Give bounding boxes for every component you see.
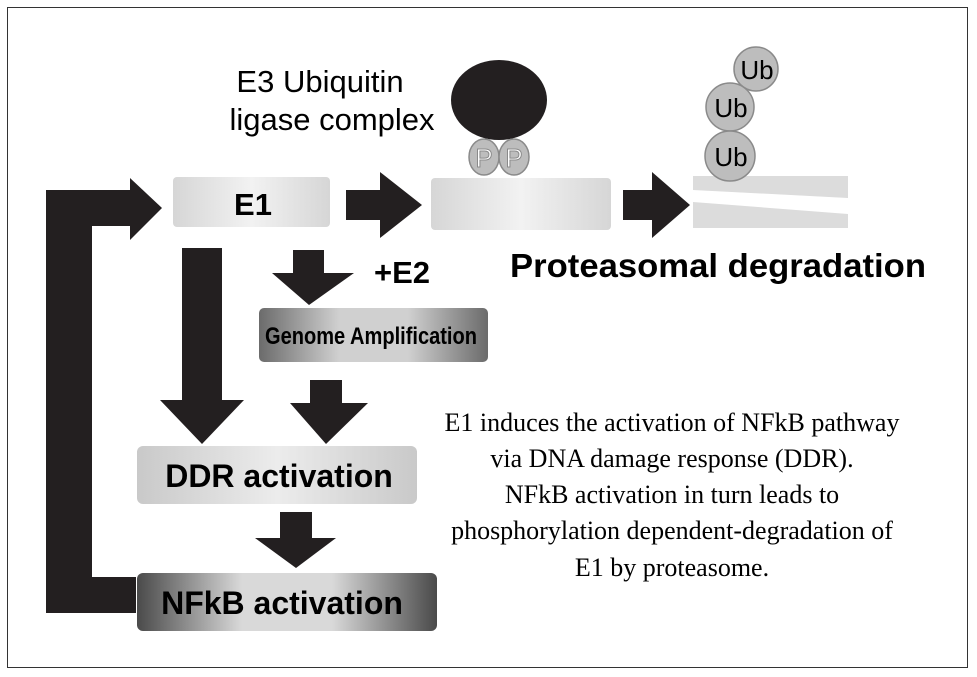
- phospho-circle-2: [498, 138, 530, 176]
- description-line-3: NFkB activation in turn leads to: [505, 480, 839, 509]
- description-line-2: via DNA damage response (DDR).: [490, 444, 853, 473]
- e3-complex-shape: [451, 60, 547, 140]
- arrow-to-genome-amplification: [272, 250, 354, 305]
- nfkb-activation-label: NFkB activation: [161, 585, 403, 621]
- ubiquitin-chain: Ub Ub Ub: [704, 46, 779, 182]
- phospho-group: P P: [468, 138, 530, 176]
- ub-label-1: Ub: [714, 142, 747, 172]
- degraded-substrate: [693, 176, 848, 228]
- figure-border: [7, 7, 968, 668]
- degraded-part-top: [693, 176, 848, 198]
- description-line-1: E1 induces the activation of NFkB pathwa…: [445, 408, 900, 437]
- proteasomal-degradation-label: Proteasomal degradation: [510, 247, 926, 284]
- e3-label-line2: ligase complex: [229, 102, 435, 137]
- ub-label-2: Ub: [714, 93, 747, 123]
- description-line-4: phosphorylation dependent-degradation of: [451, 516, 893, 545]
- ub-label-3: Ub: [740, 55, 773, 85]
- e1-label: E1: [234, 187, 272, 222]
- genome-amplification-box: [259, 308, 488, 362]
- ddr-activation-box: [137, 446, 417, 504]
- genome-amplification-label: Genome Amplification: [265, 323, 477, 350]
- e1-box: [173, 177, 330, 227]
- arrow-e1-to-ddr: [160, 248, 244, 444]
- description-text: E1 induces the activation of NFkB pathwa…: [445, 408, 900, 582]
- plus-e2-label: +E2: [374, 255, 430, 290]
- description-line-5: E1 by proteasome.: [575, 553, 769, 582]
- arrow-genome-to-ddr: [290, 380, 368, 444]
- phospho-label-2: P: [505, 143, 522, 173]
- arrow-e1-to-substrate: [346, 172, 422, 238]
- feedback-loop-arrow: [46, 178, 162, 613]
- e3-label-line1: E3 Ubiquitin: [236, 64, 403, 99]
- degraded-part-bottom: [693, 202, 848, 228]
- phospho-label-1: P: [475, 143, 492, 173]
- nfkb-activation-box: [137, 573, 437, 631]
- substrate-box-phosphorylated: [431, 178, 611, 230]
- ub-circle-3: [733, 46, 779, 92]
- arrow-ddr-to-nfkb: [255, 512, 336, 568]
- arrow-substrate-to-degraded: [623, 172, 690, 238]
- ub-circle-1: [704, 130, 756, 182]
- ddr-activation-label: DDR activation: [165, 458, 393, 494]
